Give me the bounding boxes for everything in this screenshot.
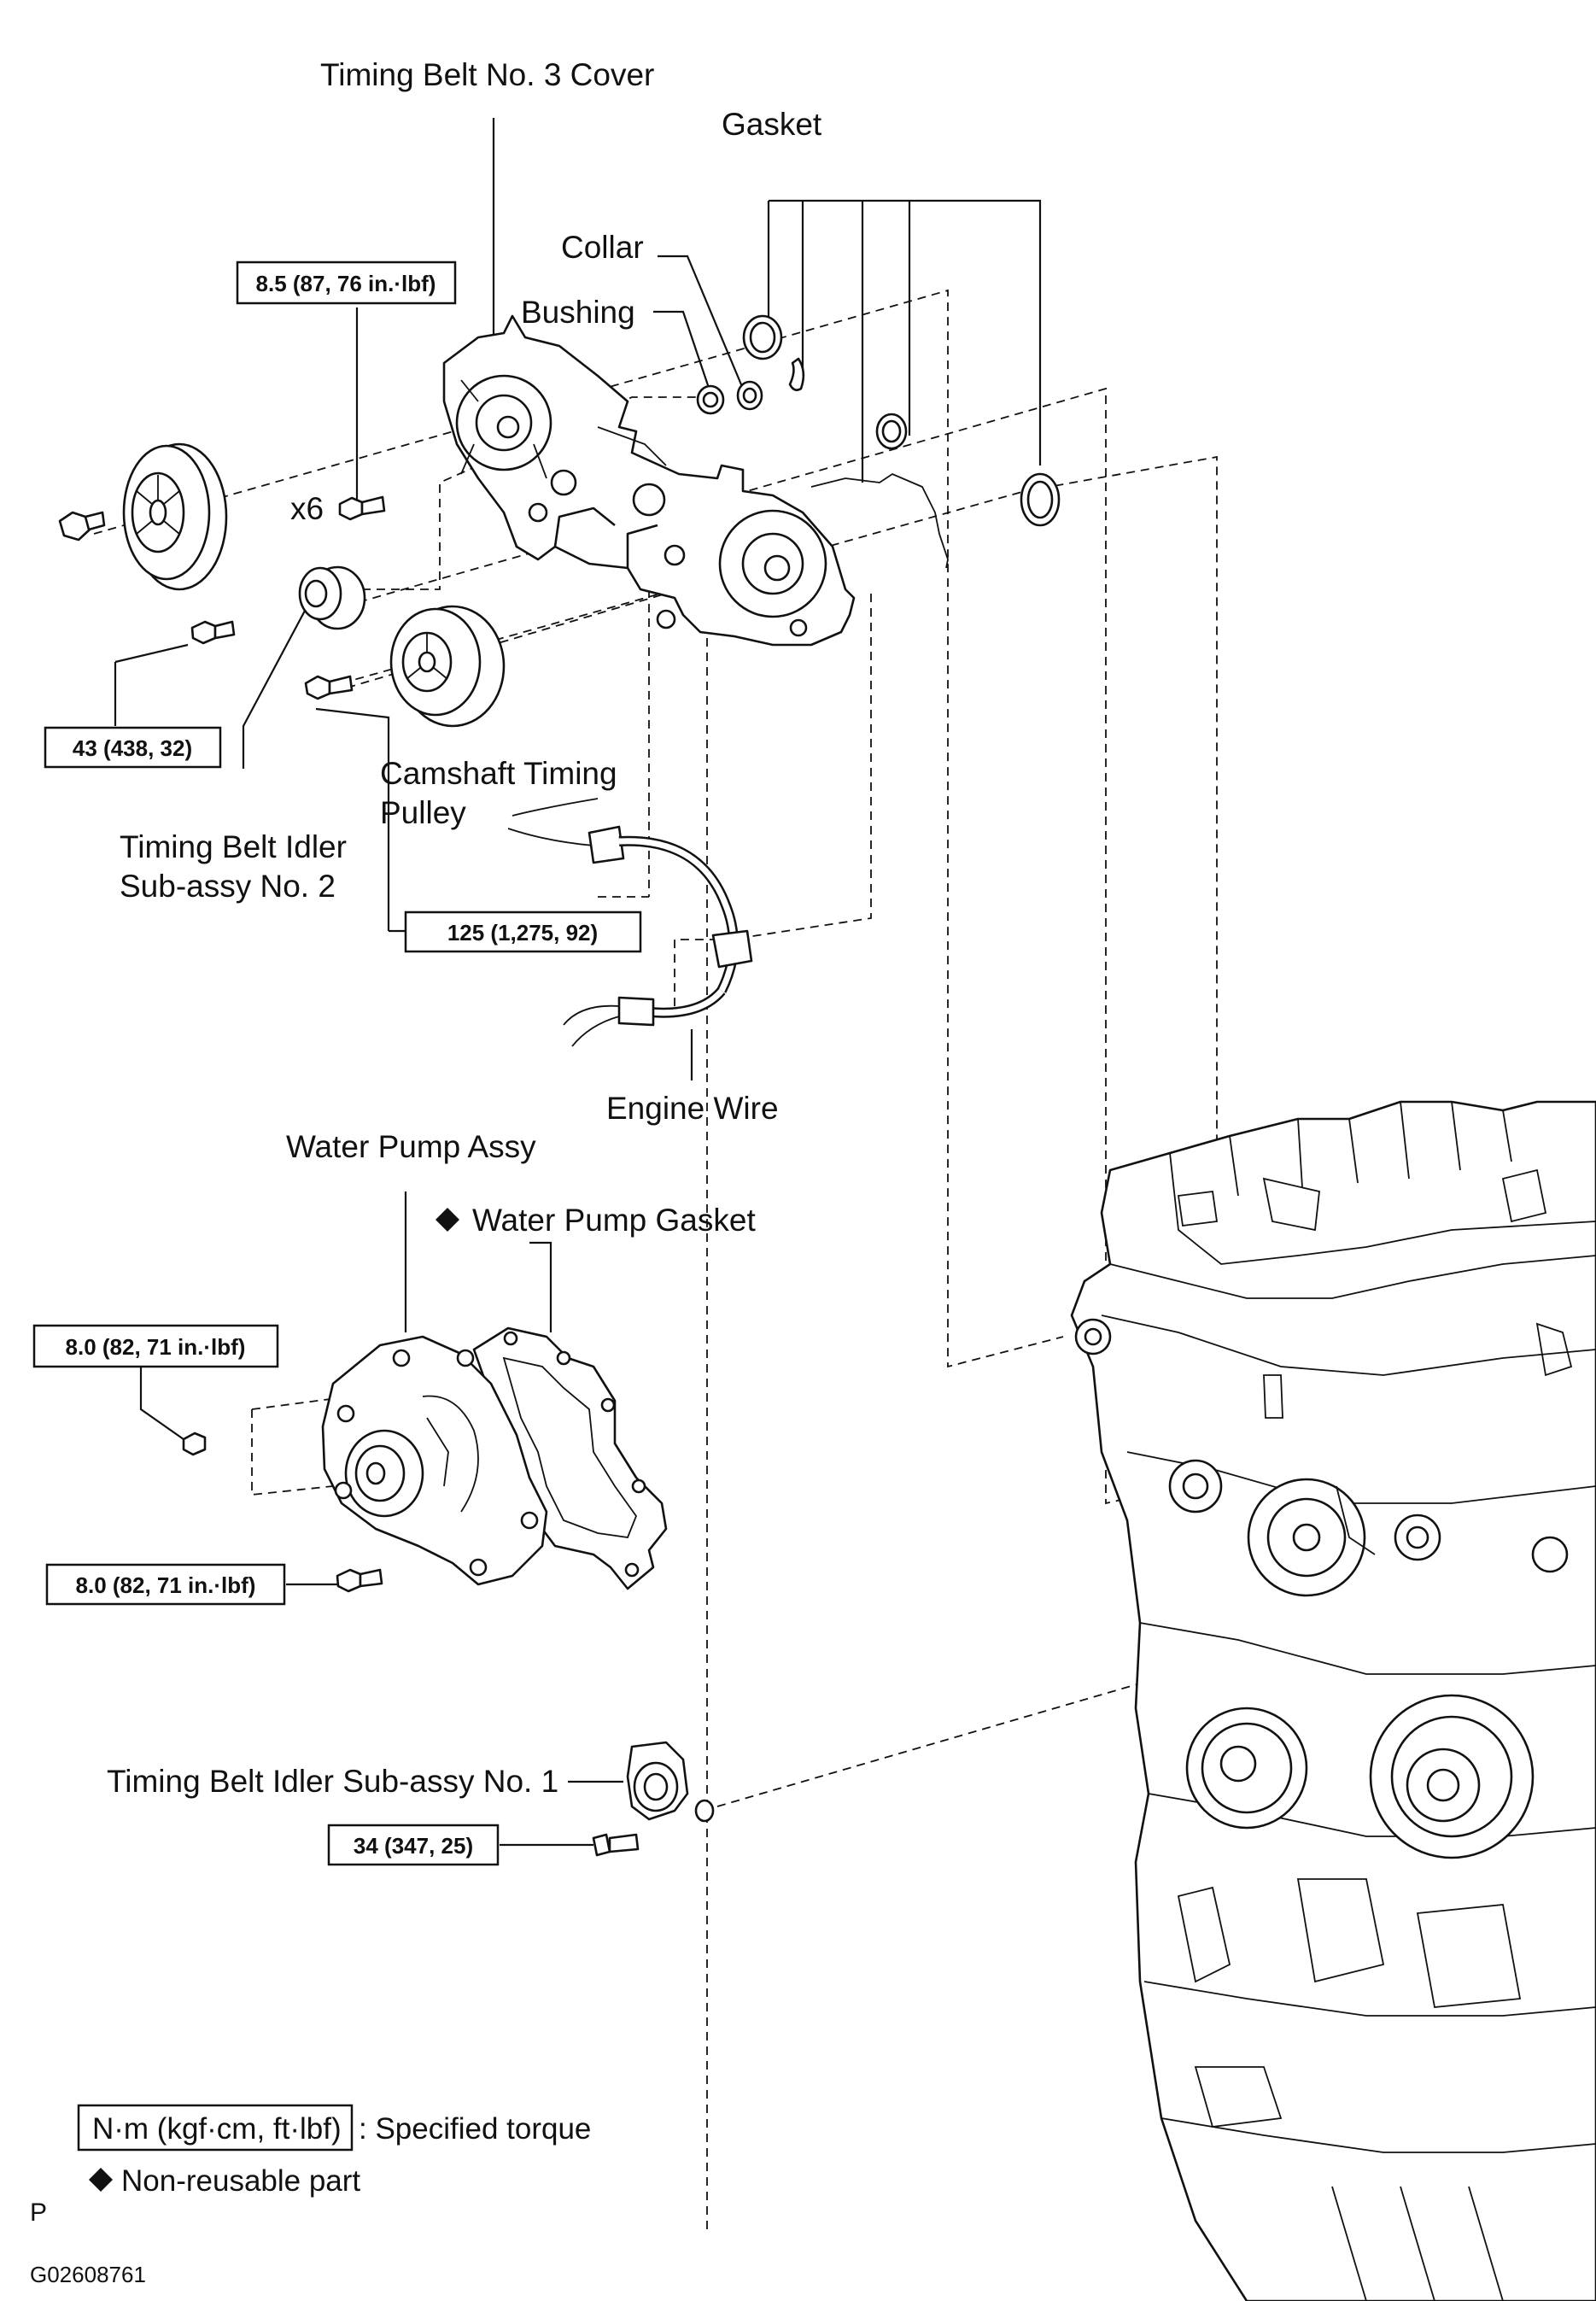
part-labels: Timing Belt No. 3 Cover Gasket Collar Bu… <box>107 57 822 1799</box>
label-idler2-line1: Timing Belt Idler <box>120 829 347 864</box>
label-multiplier: x6 <box>290 491 324 526</box>
cover-bolts <box>338 495 386 521</box>
svg-text:125 (1,275, 92): 125 (1,275, 92) <box>447 920 598 946</box>
engine-wire-harness <box>507 798 753 1047</box>
gasket-clip <box>788 357 805 391</box>
footer: P G02608761 <box>30 2199 146 2287</box>
torque-specs: 8.5 (87, 76 in.·lbf) 43 (438, 32) 125 (1… <box>32 261 642 1866</box>
footer-figure-id: G02608761 <box>30 2262 146 2287</box>
svg-text:8.0 (82, 71 in.·lbf): 8.0 (82, 71 in.·lbf) <box>76 1572 256 1598</box>
label-idler1: Timing Belt Idler Sub-assy No. 1 <box>107 1764 558 1799</box>
torque-box-pump-lower: 8.0 (82, 71 in.·lbf) <box>45 1563 286 1606</box>
diamond-icon <box>436 1208 459 1232</box>
gaskets-collar-bushing <box>696 314 1061 569</box>
label-idler2-line2: Sub-assy No. 2 <box>120 869 336 904</box>
torque-box-idler2-bolt: 43 (438, 32) <box>44 726 222 769</box>
torque-box-idler1-bolt: 34 (347, 25) <box>327 1824 500 1866</box>
water-pump-drawing <box>182 1335 548 1593</box>
right-camshaft-pulley <box>304 605 506 728</box>
legend-torque-box <box>77 2104 354 2152</box>
svg-text:8.5 (87, 76 in.·lbf): 8.5 (87, 76 in.·lbf) <box>256 271 436 296</box>
svg-text:43 (438, 32): 43 (438, 32) <box>73 735 192 761</box>
label-camshaft-pulley-line2: Pulley <box>380 795 466 830</box>
label-collar: Collar <box>561 230 644 265</box>
legend: N·m (kgf·cm, ft·lbf) : Specified torque … <box>77 2104 591 2198</box>
label-engine-wire: Engine Wire <box>606 1091 779 1126</box>
left-camshaft-pulley <box>58 442 228 591</box>
label-camshaft-pulley-line1: Camshaft Timing <box>380 756 617 791</box>
label-timing-belt-cover: Timing Belt No. 3 Cover <box>320 57 654 92</box>
footer-page-letter: P <box>30 2199 47 2227</box>
idler-no2-drawing <box>190 565 366 645</box>
torque-box-cover-bolt: 8.5 (87, 76 in.·lbf) <box>236 261 457 305</box>
legend-nonreusable-text: Non-reusable part <box>121 2164 360 2198</box>
label-water-pump-assy: Water Pump Assy <box>286 1129 536 1164</box>
label-water-pump-gasket: Water Pump Gasket <box>472 1203 756 1238</box>
gasket-strip <box>810 472 949 569</box>
legend-diamond-icon <box>89 2168 113 2192</box>
svg-text:8.0 (82, 71 in.·lbf): 8.0 (82, 71 in.·lbf) <box>66 1334 246 1360</box>
timing-belt-cover-drawing <box>442 314 856 647</box>
leader-lines <box>114 118 1042 1847</box>
svg-text:34 (347, 25): 34 (347, 25) <box>354 1833 473 1859</box>
label-gasket: Gasket <box>722 107 822 142</box>
torque-box-pulley-bolt: 125 (1,275, 92) <box>404 910 642 953</box>
idler-no1-drawing <box>592 1741 715 1857</box>
legend-torque-unit: N·m (kgf·cm, ft·lbf) <box>92 2112 342 2146</box>
torque-box-pump-upper: 8.0 (82, 71 in.·lbf) <box>32 1324 279 1368</box>
engine-block-drawing <box>1070 1100 1596 2301</box>
legend-torque-text: : Specified torque <box>359 2112 591 2146</box>
label-bushing: Bushing <box>521 295 635 330</box>
